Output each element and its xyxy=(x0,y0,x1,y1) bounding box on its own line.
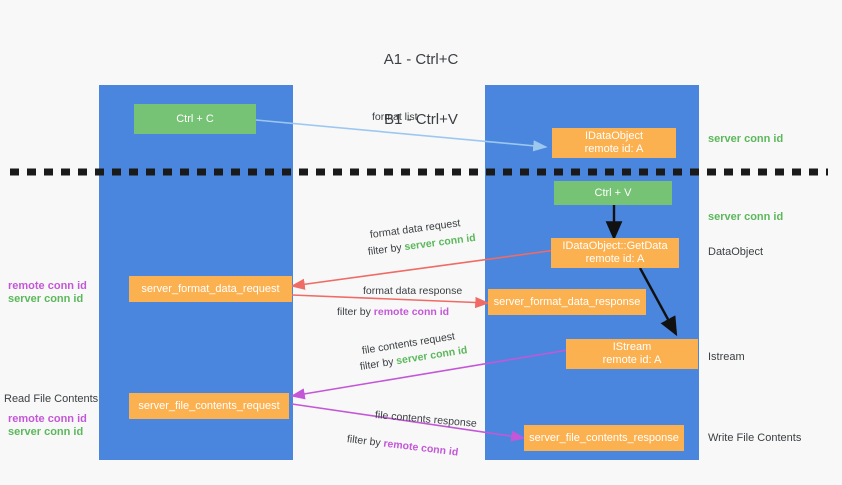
box-idataobject[interactable]: IDataObject remote id: A xyxy=(552,128,676,158)
box-server-file-contents-request-label: server_file_contents_request xyxy=(138,399,280,412)
edge-label-file-contents-response-filter: filter by remote conn id xyxy=(346,432,459,460)
box-server-file-contents-response[interactable]: server_file_contents_response xyxy=(524,425,684,451)
box-server-format-data-request[interactable]: server_format_data_request xyxy=(129,276,292,302)
box-ctrl-c-label: Ctrl + C xyxy=(176,112,214,125)
box-server-file-contents-response-label: server_file_contents_response xyxy=(529,431,679,444)
annotation-read-file-contents: Read File Contents xyxy=(4,393,99,405)
box-ctrl-v-label: Ctrl + V xyxy=(594,186,632,199)
box-ctrl-v[interactable]: Ctrl + V xyxy=(554,181,672,205)
box-server-format-data-response-label: server_format_data_response xyxy=(493,295,641,308)
box-server-file-contents-request[interactable]: server_file_contents_request xyxy=(129,393,289,419)
annotation-server-conn-id-mid: server conn id xyxy=(708,211,784,223)
filter-prefix: filter by xyxy=(346,433,385,450)
annotation-istream: Istream xyxy=(708,351,745,363)
box-server-format-data-request-label: server_format_data_request xyxy=(141,282,280,295)
filter-prefix: filter by xyxy=(367,241,406,258)
annotation-dataobject: DataObject xyxy=(708,246,764,258)
filter-target-remote-conn-id: remote conn id xyxy=(373,306,450,318)
box-getdata-line2: remote id: A xyxy=(585,253,645,265)
edge-label-format-data-response-filter: filter by remote conn id xyxy=(337,305,449,319)
annotation-server-conn-id-top: server conn id xyxy=(708,133,784,145)
box-istream[interactable]: IStream remote id: A xyxy=(566,339,698,369)
edge-label-format-list: format list xyxy=(372,111,418,123)
filter-prefix: filter by xyxy=(337,306,374,318)
edge-label-format-data-response: format data response xyxy=(363,285,463,297)
box-idataobject-line1: IDataObject xyxy=(584,130,644,142)
annotation-remote-conn-id-upper: remote conn id xyxy=(8,280,87,292)
annotation-remote-conn-id-lower: remote conn id xyxy=(8,413,87,425)
box-server-format-data-response[interactable]: server_format_data_response xyxy=(488,289,646,315)
box-ctrl-c[interactable]: Ctrl + C xyxy=(134,104,256,134)
box-getdata[interactable]: IDataObject::GetData remote id: A xyxy=(551,238,679,268)
title-line-1: A1 - Ctrl+C xyxy=(383,51,459,68)
annotation-server-conn-id-upper: server conn id xyxy=(8,293,84,305)
box-istream-line1: IStream xyxy=(612,341,652,353)
box-istream-line2: remote id: A xyxy=(602,354,662,366)
box-idataobject-line2: remote id: A xyxy=(584,143,644,155)
annotation-write-file-contents: Write File Contents xyxy=(708,432,802,444)
annotation-server-conn-id-lower: server conn id xyxy=(8,426,84,438)
edge-label-file-contents-response: file contents response xyxy=(374,409,478,430)
box-getdata-line1: IDataObject::GetData xyxy=(562,240,668,252)
filter-target-remote-conn-id: remote conn id xyxy=(382,437,459,459)
filter-prefix: filter by xyxy=(359,355,398,373)
